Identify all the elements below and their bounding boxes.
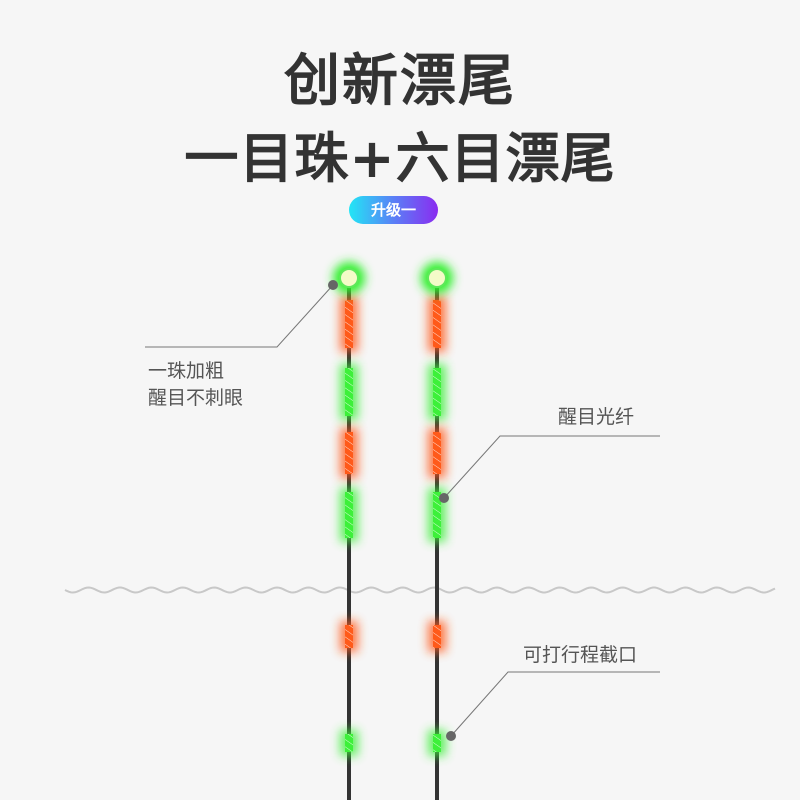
water-line <box>64 586 776 594</box>
page-subtitle: 一目珠+六目漂尾 <box>184 127 616 190</box>
segment-stripe <box>345 300 353 348</box>
callout-line-cut <box>450 671 660 737</box>
segment-stripe <box>433 492 441 538</box>
callout-dot-bead <box>328 280 338 290</box>
segment-stripe <box>345 432 353 474</box>
callout-bead-line1: 一珠加粗 <box>148 360 225 382</box>
segment-stripe <box>345 734 353 752</box>
segment-stripe <box>433 625 441 648</box>
callout-bead-line2: 醒目不刺眼 <box>148 387 244 409</box>
bead <box>427 268 447 288</box>
segment-stripe <box>345 625 353 648</box>
bead <box>339 268 359 288</box>
callout-cut: 可打行程截口 <box>523 644 638 666</box>
segment-stripe <box>433 734 441 752</box>
callout-dot-fiber <box>439 493 449 503</box>
upgrade-badge: 升级一 <box>349 196 438 224</box>
segment-stripe <box>433 368 441 416</box>
segment-stripe <box>433 432 441 474</box>
callout-fiber: 醒目光纤 <box>558 406 635 428</box>
callout-line-fiber <box>443 435 660 499</box>
segment-stripe <box>345 492 353 538</box>
page-title: 创新漂尾 <box>284 49 516 114</box>
callout-dot-cut <box>446 731 456 741</box>
segment-stripe <box>433 300 441 348</box>
segment-stripe <box>345 368 353 416</box>
callout-line-bead <box>145 284 334 348</box>
